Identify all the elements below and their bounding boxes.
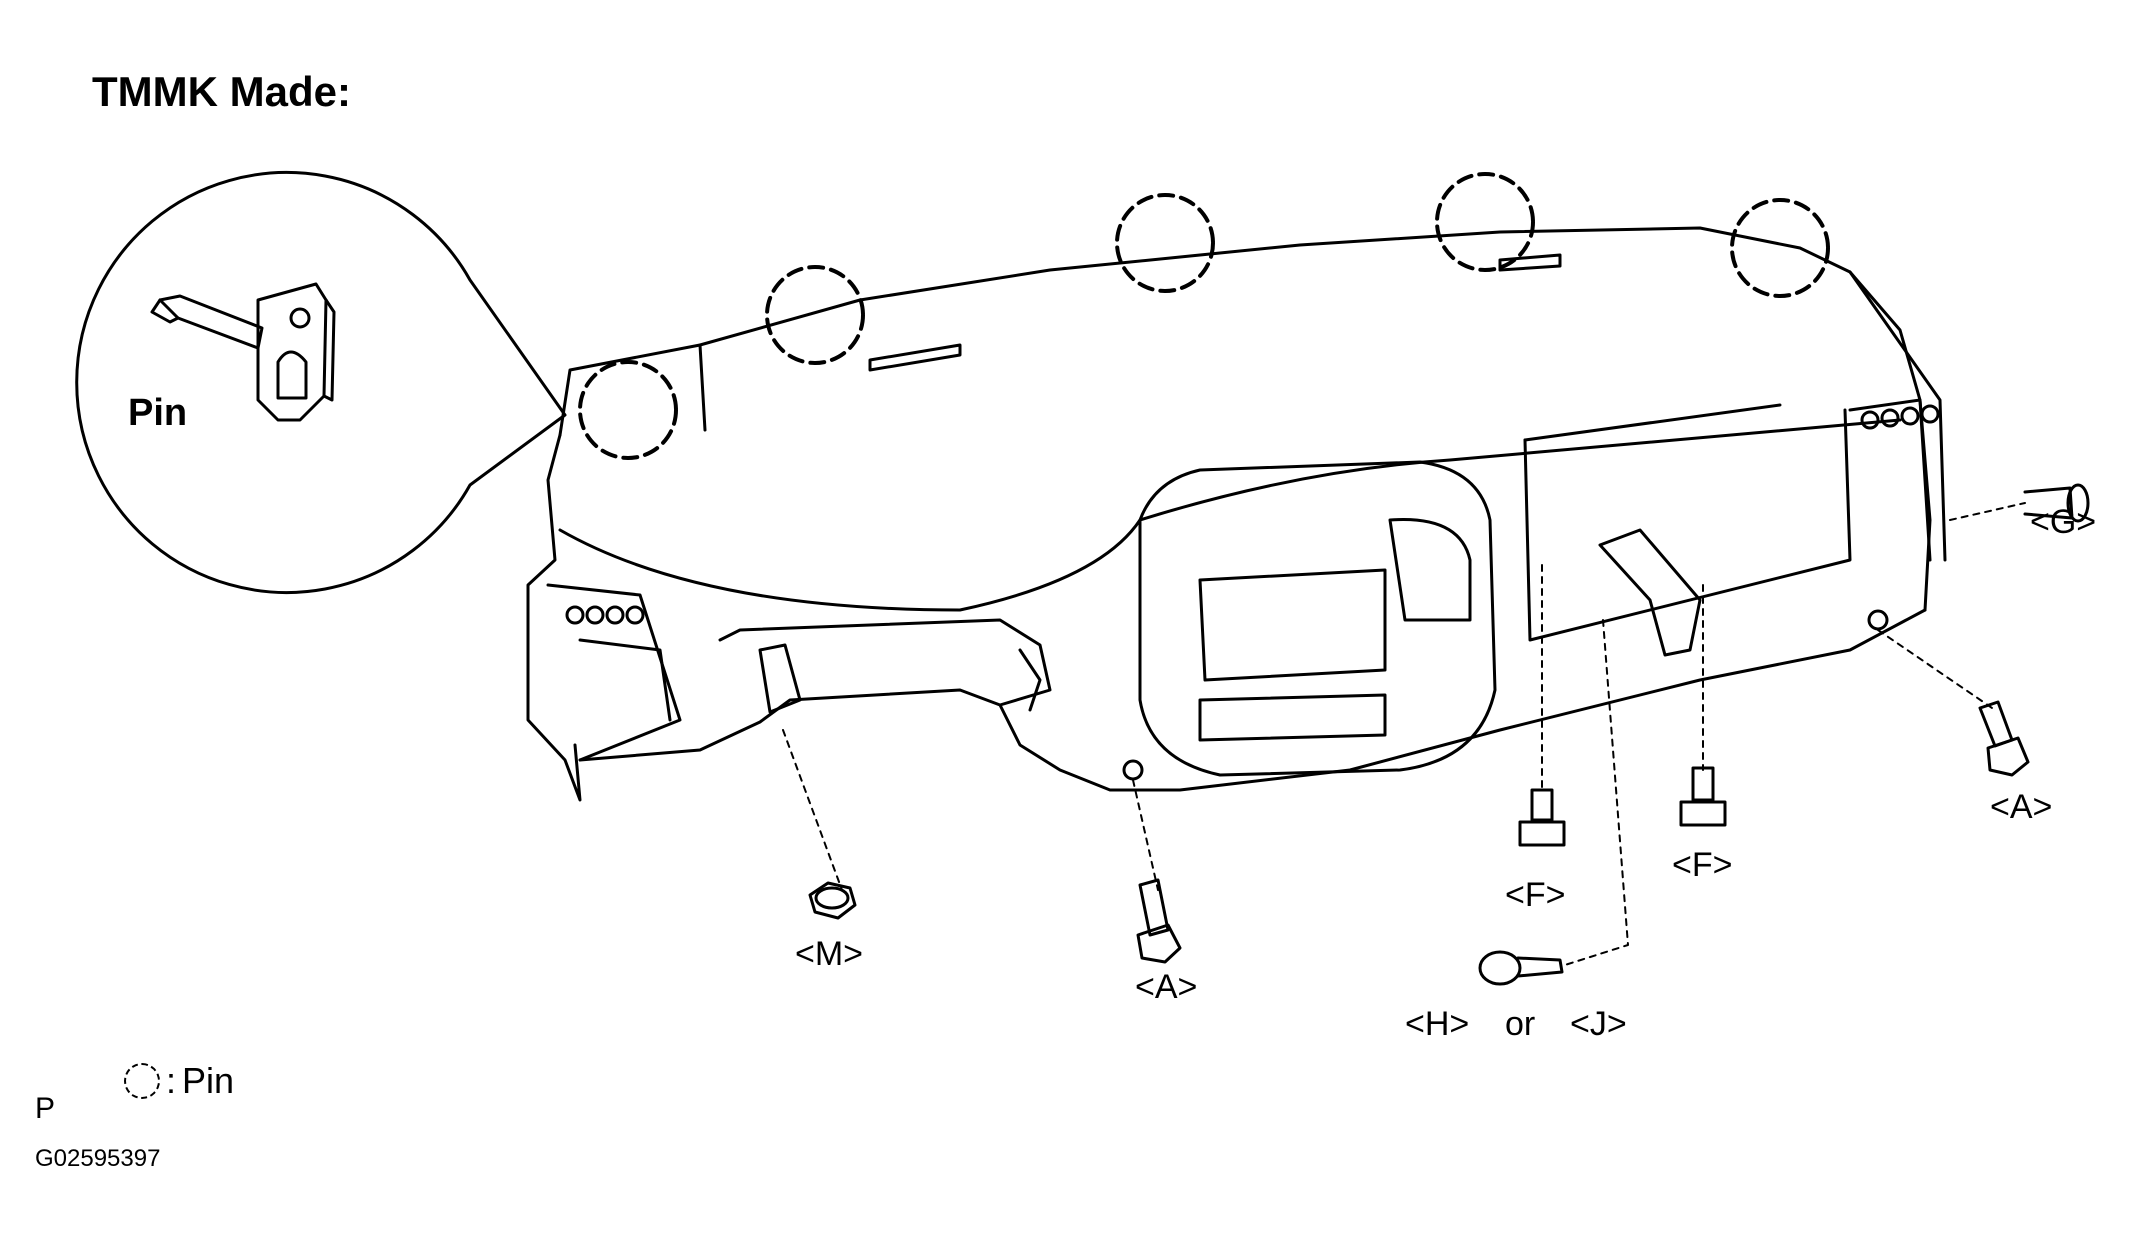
diagram-title: TMMK Made: [92,68,351,115]
page-mark: P [35,1092,56,1125]
fastener-label-or: or [1505,1005,1536,1043]
fastener-label-j: <J> [1570,1005,1627,1043]
pin-location-3 [1115,193,1215,293]
legend-label: Pin [182,1060,235,1101]
fastener-label-f-right: <F> [1672,846,1733,884]
fastener-label-f-left: <F> [1505,876,1566,914]
bolt-a-center-icon [1136,878,1182,964]
pin-callout-label: Pin [128,392,188,434]
nut-m-icon [808,881,857,920]
pin-callout-circle [75,171,567,594]
legend-separator: : [166,1060,177,1101]
dashed-circle-icon [124,1063,160,1099]
instrument-panel-body [526,226,1947,802]
legend: : Pin [124,1060,234,1102]
pin-locations [578,172,1830,460]
fastener-label-a-right: <A> [1990,788,2053,826]
pin-location-5 [1730,198,1830,298]
leader-lines [782,502,2026,966]
fastener-label-a-center: <A> [1135,968,1198,1006]
fastener-label-g: <G> [2030,503,2097,541]
bolt-f-right-icon [1679,766,1727,827]
pin-location-1 [578,360,678,460]
figure-id: G02595397 [35,1145,161,1172]
bolt-f-left-icon [1518,788,1566,847]
fastener-label-h: <H> [1405,1005,1470,1043]
pin-part-icon [150,282,336,422]
pin-location-2 [765,265,865,365]
bolt-a-right-icon [1978,700,2030,777]
screw-h-j-icon [1478,950,1564,986]
screw-g-icon [2023,483,2090,523]
fastener-label-m: <M> [795,935,864,973]
pin-location-4 [1435,172,1535,272]
